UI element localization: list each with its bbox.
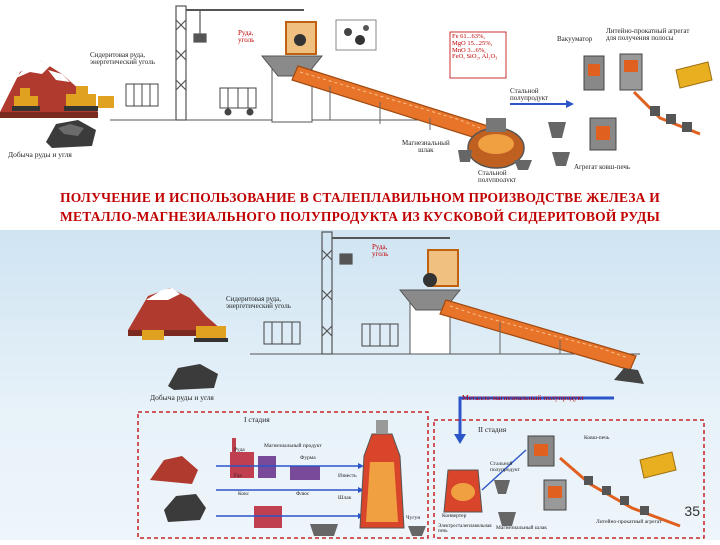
ore-coal-label: Руда, уголь [238, 29, 255, 45]
siderite-ore-label: Сидеритовая руда, энергетический уголь [226, 295, 291, 311]
stage-2-item: Ковш-печь [584, 435, 610, 441]
top-process-diagram: Руда, уголь Сидеритовая руда, энергетиче… [0, 0, 720, 185]
stage-2-item: Стальной полупродукт [490, 461, 520, 473]
stage-1-item: Газ [234, 473, 242, 479]
title-line-1: ПОЛУЧЕНИЕ И ИСПОЛЬЗОВАНИЕ В СТАЛЕПЛАВИЛЬ… [60, 190, 660, 205]
composition-label: Fe 61...63%, MgO 15...25%, MnO 3...6%, F… [452, 33, 498, 61]
arrow-icon [510, 100, 574, 108]
stage-1-item: Фурма [300, 455, 316, 461]
casting-unit-label: Литейно-прокатный агрегат для получения … [606, 27, 690, 43]
vacuum-degasser-icon [583, 55, 605, 91]
stage-2-item: Литейно-прокатный агрегат [596, 519, 662, 525]
railcar-icon [125, 83, 257, 116]
steel-semi-label: Стальной полупродукт [510, 87, 549, 103]
bulldozer-icon [64, 86, 114, 111]
steel-semi-label-2: Стальной полупродукт [478, 169, 517, 185]
arrow-icon [454, 396, 614, 444]
bottom-process-illustration [128, 231, 705, 539]
title-line-2: МЕТАЛЛО-МАГНЕЗИАЛЬНОГО ПОЛУПРОДУКТА ИЗ К… [60, 209, 660, 224]
ladle-furnace-icon [589, 117, 617, 151]
ore-coal-label: Руда, уголь [372, 243, 389, 259]
stage-2-illustration [443, 435, 681, 528]
siderite-ore-label: Сидеритовая руда, энергетический уголь [90, 51, 155, 67]
stage-2-box [433, 419, 705, 539]
stage-1-item: Шлак [338, 495, 352, 501]
stage-2-item: Конвертер [442, 513, 467, 519]
casting-rolling-unit-icon [619, 53, 713, 136]
ore-sample-inset [335, 19, 377, 51]
stage-1-item: Кокс [238, 491, 250, 497]
stage-1-item: Чугун [406, 515, 421, 521]
top-process-illustration [0, 5, 713, 170]
bulldozer-icon [12, 88, 40, 111]
product-pile-icon [614, 368, 644, 384]
stage-1-box [137, 411, 429, 539]
product-label: Металло-магнезиальный полупродукт [462, 393, 585, 402]
slide-number: 35 [684, 503, 700, 519]
crane-icon [175, 5, 304, 121]
slide-title: ПОЛУЧЕНИЕ И ИСПОЛЬЗОВАНИЕ В СТАЛЕПЛАВИЛЬ… [0, 182, 720, 230]
coal-pile-illustration [168, 364, 218, 390]
composition-box [449, 31, 507, 79]
stage-1-item: Руда [234, 447, 245, 453]
stage-1-item: Флюс [296, 491, 310, 497]
vacuum-label: Вакууматор [557, 35, 593, 43]
stage-2-item: Электросталеплавильная печь [438, 524, 492, 535]
magnesia-slag-label: Магнезиальный шлак [402, 139, 450, 155]
stage-1-illustration [150, 420, 426, 536]
stage-1-item: Магнезиальный продукт [264, 443, 322, 449]
stage-1-label: I стадия [244, 415, 270, 424]
stage-1-item: Известь [338, 473, 357, 479]
ladle-icon [548, 122, 570, 166]
coal-pile-illustration [46, 120, 96, 148]
mining-label: Добыча руды и угля [8, 150, 72, 159]
bottom-process-diagram: Руда, уголь Сидеритовая руда, энергетиче… [0, 230, 720, 540]
bulldozer-icon [142, 326, 228, 342]
railcar-icon [263, 321, 399, 347]
mining-label: Добыча руды и угля [150, 393, 214, 402]
ladle-furnace-label: Агрегат ковш-печь [574, 163, 631, 171]
rotary-kiln-conveyor [439, 299, 637, 371]
melting-furnace-icon [458, 118, 532, 170]
stage-2-item: Магнезиальный шлак [496, 525, 547, 531]
stage-2-label: II стадия [478, 425, 507, 434]
crane-icon [321, 231, 450, 355]
